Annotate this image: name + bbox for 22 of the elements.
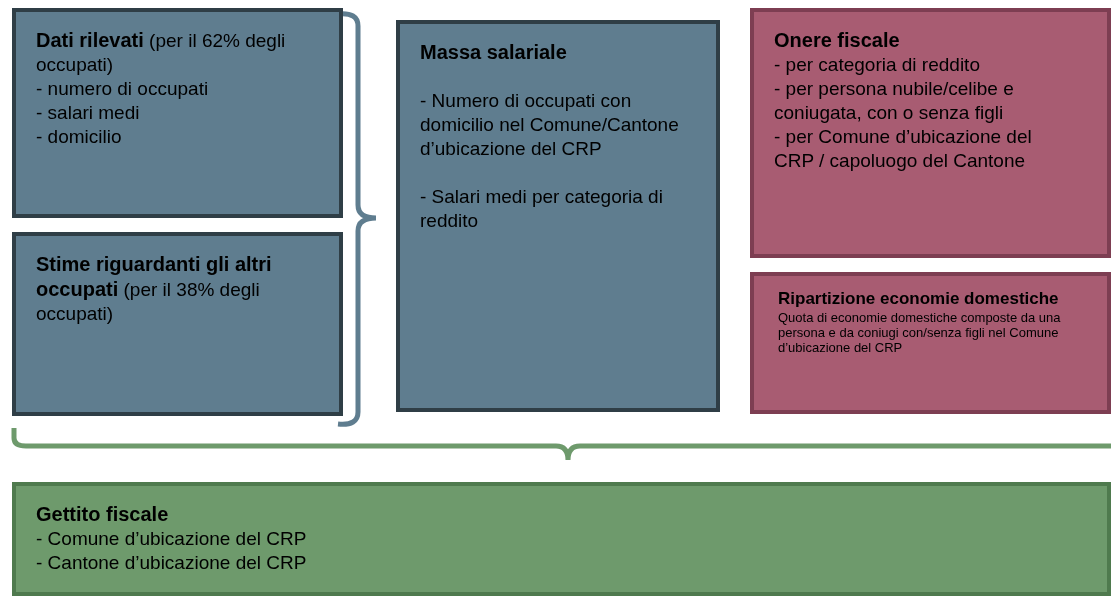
- box-text: Massa salariale: [420, 40, 568, 65]
- box-text: - Numero di occupati con domicilio nel Comune/Cantone d’ubicazione del CRP: [420, 89, 680, 161]
- text-box: [750, 272, 1111, 414]
- box-text: - Comune d’ubicazione del CRP: [36, 527, 308, 551]
- box-text: Ripartizione economie domestiche Quota di economie domestiche composte da una persona e da coniugi con/senza figli nel Comune d’ubicazione del CRP: [778, 288, 1062, 355]
- box-text: Onere fiscale: [774, 28, 901, 53]
- box-text: - Salari medi per categoria di reddito: [420, 185, 664, 233]
- box-text: Dati rilevati (per il 62% degli occupati): [36, 28, 287, 77]
- text-box: [750, 8, 1111, 258]
- text-box: [396, 20, 720, 412]
- box-text: - per Comune d’ubicazione del CRP / capoluogo del Cantone: [774, 125, 1033, 173]
- text-box: [12, 232, 343, 416]
- box-text: - per categoria di reddito: [774, 53, 981, 77]
- box-text: - Cantone d’ubicazione del CRP: [36, 551, 308, 575]
- box-text: - salari medi: [36, 101, 141, 125]
- box-text: - per persona nubile/celibe e coniugata, con o senza figli: [774, 77, 1015, 125]
- box-text: - domicilio: [36, 125, 123, 149]
- text-box: [12, 8, 343, 218]
- text-box: [12, 482, 1111, 596]
- box-text: Gettito fiscale: [36, 502, 170, 527]
- box-text: Stime riguardanti gli altri occupati (per il 38% degli occupati): [36, 252, 273, 326]
- box-text: - numero di occupati: [36, 77, 210, 101]
